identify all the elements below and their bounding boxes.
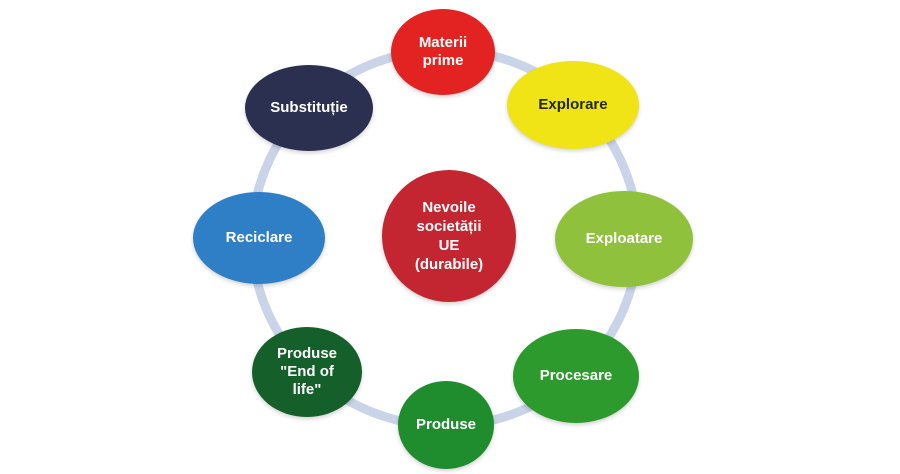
node-procesare: Procesare bbox=[513, 329, 639, 423]
center-node-nevoile-societatii: Nevoile societății UE (durabile) bbox=[382, 170, 516, 302]
node-explorare: Explorare bbox=[507, 61, 639, 149]
node-substitutie: Substituție bbox=[245, 65, 373, 151]
node-exploatare: Exploatare bbox=[555, 191, 693, 287]
node-reciclare: Reciclare bbox=[193, 192, 325, 284]
node-materii-prime: Materii prime bbox=[391, 9, 495, 95]
node-produse: Produse bbox=[398, 381, 494, 469]
node-produse-end-of-life: Produse "End of life" bbox=[252, 327, 362, 417]
